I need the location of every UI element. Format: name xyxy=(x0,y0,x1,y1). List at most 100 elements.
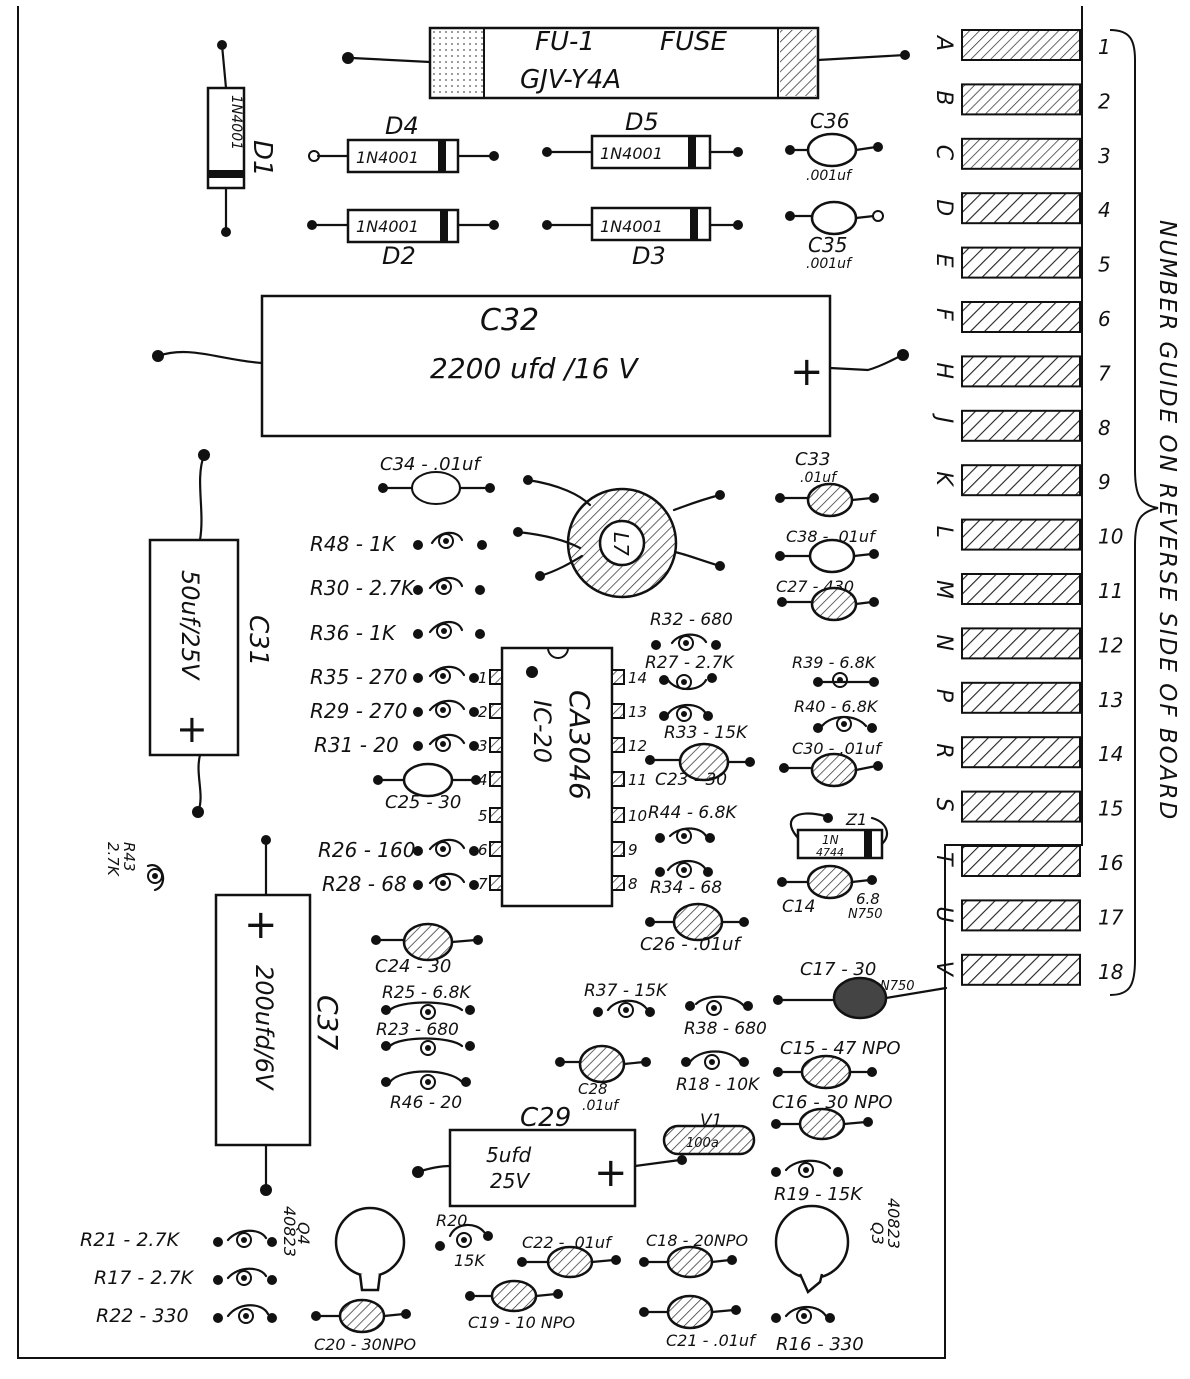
edge-number-5: 5 xyxy=(1098,253,1111,277)
resistor-r20: R20 15K xyxy=(435,1211,493,1270)
resistor-r31: R31 - 20 xyxy=(314,733,479,757)
resistor-r16: R16 - 330 xyxy=(771,1305,864,1355)
r21-label: R21 - 2.7K xyxy=(80,1229,181,1251)
d2-part: 1N4001 xyxy=(356,217,419,236)
z1-type: 4744 xyxy=(816,846,844,859)
cap-c24: C24 - 30 xyxy=(371,922,483,977)
c31-ref: C31 xyxy=(243,615,273,666)
diode-d3: 1N4001 D3 xyxy=(542,206,743,270)
c15-label: C15 - 47 NPO xyxy=(780,1038,901,1059)
r43-ref: R43 xyxy=(120,842,138,872)
v1-part: 100a xyxy=(686,1136,719,1151)
c37-polarity: + xyxy=(244,902,278,948)
edge-finger-d xyxy=(961,192,1081,225)
c14-value: 6.8 xyxy=(856,890,880,908)
edge-finger-k xyxy=(961,464,1081,497)
cap-c23: C23 - 30 xyxy=(645,742,755,790)
resistor-r27: R27 - 2.7K xyxy=(645,653,735,691)
ic-ca3046: CA3046 IC-20 1 2 3 4 5 6 7 14 13 12 11 1… xyxy=(478,646,647,908)
edge-number-13: 13 xyxy=(1098,688,1123,712)
resistor-r18: R18 - 10K xyxy=(676,1050,761,1095)
resistor-r39: R39 - 6.8K xyxy=(792,653,879,688)
c38-label: C38 - .01uf xyxy=(786,527,877,546)
resistor-r26: R26 - 160 xyxy=(318,838,479,862)
c20-label: C20 - 30NPO xyxy=(314,1335,416,1354)
diode-d4: 1N4001 D4 xyxy=(308,112,499,174)
r46-label: R46 - 20 xyxy=(390,1093,462,1113)
ic-pin-7: 7 xyxy=(478,875,488,893)
r20-label: R20 xyxy=(436,1211,467,1230)
resistor-r21: R21 - 2.7K xyxy=(80,1229,277,1251)
edge-finger-v xyxy=(961,953,1081,986)
edge-letter-v: V xyxy=(931,961,956,978)
c29-ref: C29 xyxy=(520,1103,571,1133)
c16-label: C16 - 30 NPO xyxy=(772,1092,893,1113)
edge-letter-f: F xyxy=(931,308,956,321)
ic-pin-6: 6 xyxy=(478,841,488,859)
cap-c37: + 200ufd/6V C37 xyxy=(214,835,344,1196)
resistor-r28: R28 - 68 xyxy=(322,872,479,896)
edge-number-14: 14 xyxy=(1098,742,1123,766)
edge-number-18: 18 xyxy=(1098,960,1123,984)
edge-number-17: 17 xyxy=(1098,905,1124,929)
ic-pin-12: 12 xyxy=(628,737,647,755)
toroid-l7: L7 xyxy=(513,475,725,599)
edge-letter-l: L xyxy=(931,526,956,538)
transistor-q3: Q3 40823 xyxy=(774,1198,903,1295)
r34-label: R34 - 68 xyxy=(650,878,722,898)
r31-label: R31 - 20 xyxy=(314,733,399,757)
edge-number-7: 7 xyxy=(1098,361,1111,385)
r35-label: R35 - 270 xyxy=(310,665,407,689)
c17-tempco: N750 xyxy=(880,979,915,994)
cap-c17: C17 - 30 N750 xyxy=(773,959,948,1020)
cap-c28: C28 .01uf xyxy=(555,1044,651,1114)
r44-label: R44 - 6.8K xyxy=(648,803,738,823)
r23-label: R23 - 680 xyxy=(376,1020,459,1040)
edge-finger-c xyxy=(961,137,1081,170)
ic-pin-1: 1 xyxy=(478,669,488,687)
edge-number-10: 10 xyxy=(1098,525,1123,549)
edge-letter-h: H xyxy=(931,362,956,379)
cap-c27: C27 - 430 xyxy=(776,577,879,622)
edge-finger-n xyxy=(961,627,1081,660)
resistor-r25: R25 - 6.8K xyxy=(381,983,475,1020)
c18-label: C18 - 20NPO xyxy=(646,1231,748,1250)
c33-value: .01uf xyxy=(800,470,838,486)
toroid-ref: L7 xyxy=(609,532,633,556)
ic-pins-right: 14 13 12 11 10 9 8 xyxy=(611,669,647,893)
c33-ref: C33 xyxy=(795,449,830,470)
edge-number-1: 1 xyxy=(1098,35,1111,59)
c25-label: C25 - 30 xyxy=(385,792,461,813)
edge-number-3: 3 xyxy=(1098,144,1111,168)
r38-label: R38 - 680 xyxy=(684,1019,767,1039)
ic-pin-10: 10 xyxy=(628,807,647,825)
r30-label: R30 - 2.7K xyxy=(310,576,416,600)
diode-d1: 1N4001 D1 xyxy=(206,40,277,237)
edge-number-4: 4 xyxy=(1098,198,1111,222)
resistor-r19: R19 - 15K xyxy=(771,1159,863,1205)
edge-number-12: 12 xyxy=(1098,633,1123,657)
resistor-r35: R35 - 270 xyxy=(310,665,479,689)
q3-ref: Q3 xyxy=(868,1222,887,1245)
edge-brace xyxy=(1109,29,1159,996)
resistor-r48: R48 - 1K xyxy=(310,531,487,556)
edge-finger-f xyxy=(961,301,1081,333)
edge-number-15: 15 xyxy=(1098,797,1123,821)
c28-value: .01uf xyxy=(582,1098,620,1114)
c37-ref: C37 xyxy=(311,995,344,1050)
c28-ref: C28 xyxy=(578,1080,608,1098)
edge-letter-k: K xyxy=(931,471,956,487)
resistor-r38: R38 - 680 xyxy=(684,995,767,1039)
r29-label: R29 - 270 xyxy=(310,699,407,723)
resistor-r17: R17 - 2.7K xyxy=(94,1267,277,1289)
r36-label: R36 - 1K xyxy=(310,621,397,645)
edge-letter-d: D xyxy=(931,199,956,216)
r27-label: R27 - 2.7K xyxy=(645,653,735,673)
r22-label: R22 - 330 xyxy=(96,1305,189,1327)
ic-pin-13: 13 xyxy=(628,703,647,721)
cap-c20: C20 - 30NPO xyxy=(311,1298,416,1354)
ic-part: CA3046 xyxy=(563,690,596,800)
resistor-r46: R46 - 20 xyxy=(381,1070,471,1113)
resistor-r23: R23 - 680 xyxy=(376,1020,475,1056)
